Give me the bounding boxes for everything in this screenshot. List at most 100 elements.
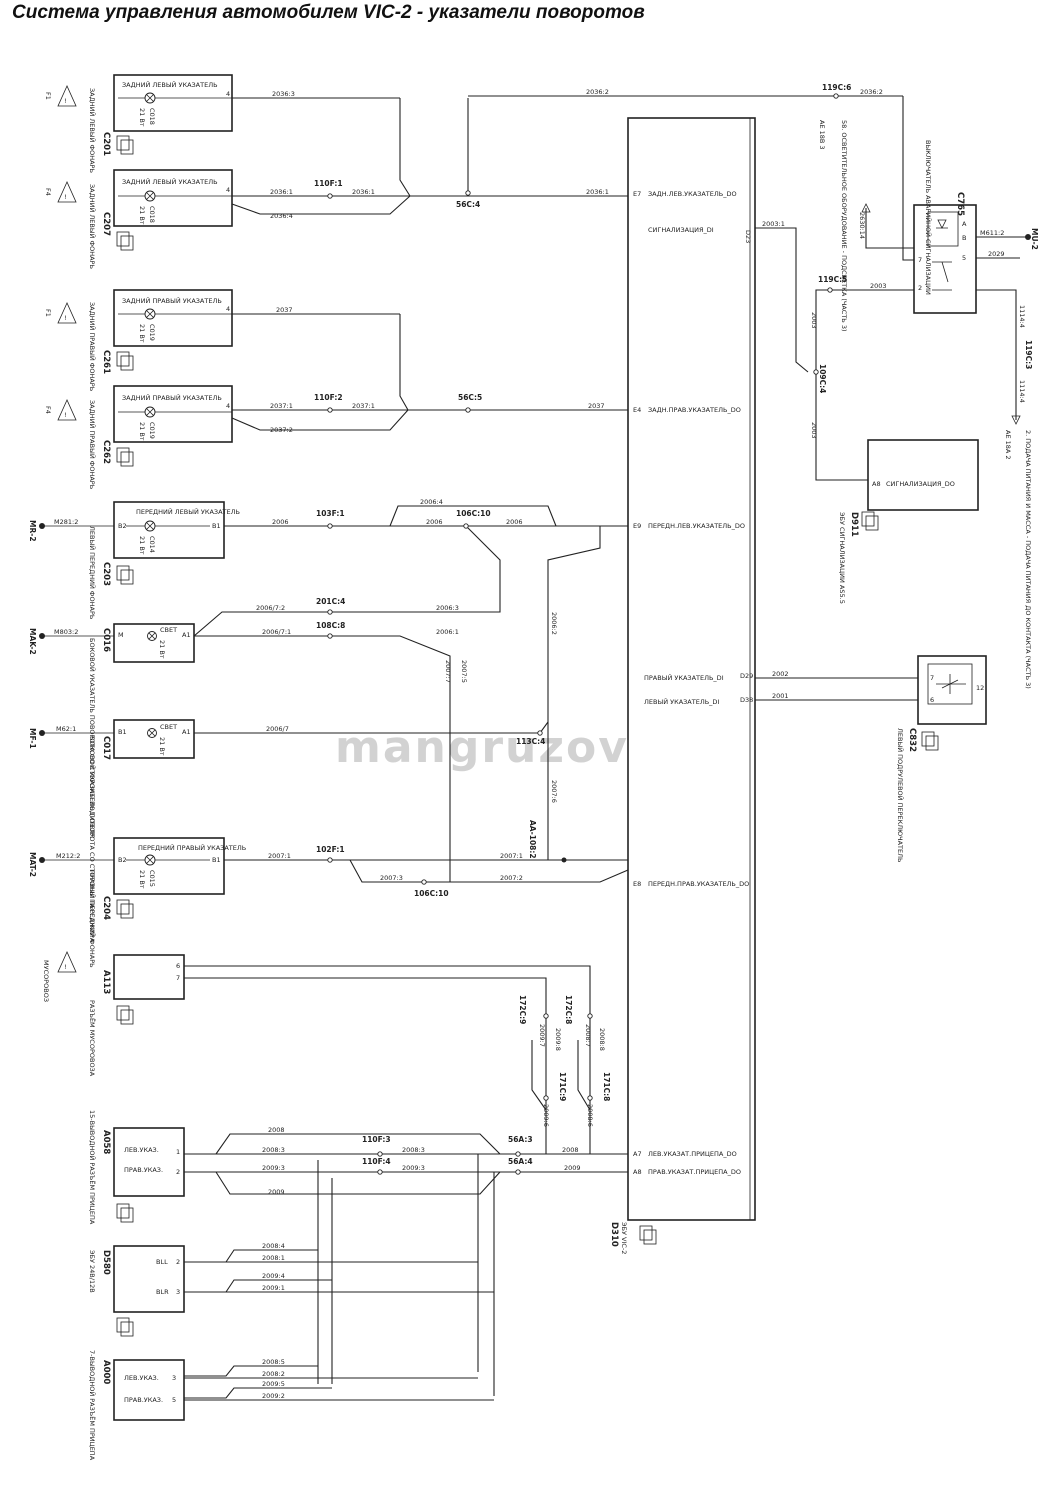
lamp-pin: B1: [212, 856, 221, 864]
lamp-text: ЗАДНИЙ ПРАВЫЙ ФОНАРЬ: [88, 400, 97, 489]
wire-label: 2006: [506, 518, 523, 526]
lamp-c207: ! F4 ЗАДНИЙ ЛЕВЫЙ ФОНАРЬ C207 ЗАДНИЙ ЛЕВ…: [44, 169, 233, 269]
wire-label: 2009:3: [402, 1164, 425, 1172]
lamp-pin: 4: [226, 90, 230, 98]
splice-label: 110F:4: [362, 1157, 391, 1166]
wire-label: 2008:7: [584, 1024, 592, 1047]
splice-label: AA-108:2: [528, 820, 537, 859]
lamp-pin: A1: [182, 631, 191, 639]
wire-label: 2009:2: [262, 1392, 285, 1400]
trailer-name: 7-ВЫВОДНОЙ РАЗЪЁМ ПРИЦЕПА: [88, 1350, 97, 1461]
svg-text:!: !: [64, 314, 67, 322]
ecu-pin-label: ПРАВ.УКАЗАТ.ПРИЦЕПА_DO: [648, 1168, 741, 1176]
wire-label: 2037: [588, 402, 605, 410]
lamp-code: C207: [101, 212, 111, 236]
splice-label: 172C:8: [564, 995, 573, 1024]
wire-label: 2008: [268, 1126, 285, 1134]
ecu-pin-label: ПЕРЕДН.ПРАВ.УКАЗАТЕЛЬ_DO: [648, 880, 749, 888]
ecu-pin-label: ПЕРЕДН.ЛЕВ.УКАЗАТЕЛЬ_DO: [648, 522, 745, 530]
lamp-title: ЗАДНИЙ ЛЕВЫЙ УКАЗАТЕЛЬ: [122, 177, 218, 186]
reference-note: AE 18B 3: [818, 120, 826, 150]
splice-label: 56A:4: [508, 1157, 533, 1166]
alarm-code: D911: [849, 512, 859, 537]
ecu-pin-label: СИГНАЛИЗАЦИЯ_DI: [648, 226, 714, 234]
lamp-pin: B1: [118, 728, 127, 736]
ground-label: F1: [44, 309, 52, 317]
alarm-pin: A8: [872, 480, 881, 488]
ecu-pin: E4: [633, 406, 641, 414]
wire-label: 2036:2: [860, 88, 883, 96]
wiring-front: 2006 2006 2006 2006:4 2006/7:2 2006/7:1 …: [193, 498, 629, 898]
wire-label: 2006:3: [436, 604, 459, 612]
ecu-pin: E8: [633, 880, 641, 888]
wire-label: 2008:1: [262, 1254, 285, 1262]
garbage-a113: ! МУСОРОВОЗ A113 РАЗЪЁМ МУСОРОВОЗА 6 7: [42, 951, 591, 1154]
ground-node: M803:2: [54, 628, 78, 636]
trailer-pin: 2: [176, 1168, 180, 1176]
lamp-part: C014: [148, 536, 156, 553]
svg-text:!: !: [64, 193, 67, 201]
lamp-title: ПЕРЕДНИЙ ПРАВЫЙ УКАЗАТЕЛЬ: [138, 843, 246, 852]
wire-label: 2037:2: [270, 426, 293, 434]
lamp-c203: MR-2 M281:2 ЛЕВЫЙ ПЕРЕДНИЙ ФОНАРЬ C203 П…: [28, 501, 240, 619]
garbage-code: A113: [101, 970, 111, 994]
ecu-code: D310: [609, 1222, 619, 1247]
ground-node: M62:1: [56, 725, 76, 733]
ecu-pin-label: ПРАВЫЙ УКАЗАТЕЛЬ_DI: [644, 673, 724, 682]
wire-label: 2037:1: [352, 402, 375, 410]
lamp-c261: ! F1 ЗАДНИЙ ПРАВЫЙ ФОНАРЬ C261 ЗАДНИЙ ПР…: [44, 289, 233, 391]
lamp-pin: B2: [118, 856, 127, 864]
wire-label: 2006:1: [436, 628, 459, 636]
lever-pin: 7: [930, 674, 934, 682]
lamp-code: C204: [101, 896, 111, 920]
wire-label: 2009: [564, 1164, 581, 1172]
d580-code: D580: [101, 1250, 111, 1275]
wire-label: 1114:4: [1018, 380, 1026, 403]
splice-label: 56C:4: [456, 200, 480, 209]
garbage-pin: 7: [176, 974, 180, 982]
splice-label: 172C:9: [518, 995, 527, 1024]
ground-label: F1: [44, 92, 52, 100]
ground-label: MU-2: [1030, 228, 1039, 250]
d580-pin: 3: [176, 1288, 180, 1296]
wire-label: 2008: [562, 1146, 579, 1154]
lamp-pin: 4: [226, 402, 230, 410]
trailer-pin: 5: [172, 1396, 176, 1404]
ground-node: M212:2: [56, 852, 80, 860]
svg-text:!: !: [64, 97, 67, 105]
wire-label: 2630:14: [858, 212, 866, 239]
splice-label: 119C:5: [818, 275, 847, 284]
lamp-c201: ! F1 ЗАДНИЙ ЛЕВЫЙ ФОНАРЬ C201 ЗАДНИЙ ЛЕВ…: [44, 74, 233, 173]
wire-label: 2009:1: [262, 1284, 285, 1292]
wire-label: 2036:2: [586, 88, 609, 96]
lamp-text: ЗАДНИЙ ПРАВЫЙ ФОНАРЬ: [88, 302, 97, 391]
splice-label: 102F:1: [316, 845, 345, 854]
lever-name: ЛЕВЫЙ ПОДРУЛЕВОЙ ПЕРЕКЛЮЧАТЕЛЬ: [896, 728, 905, 862]
lamp-power: 21 Вт: [138, 206, 146, 225]
ecu-pin-label: ЛЕВЫЙ УКАЗАТЕЛЬ_DI: [644, 697, 719, 706]
wire-label: 2007:2: [500, 874, 523, 882]
wire-label: 2029: [988, 250, 1005, 258]
lamp-text: ЗАДНИЙ ЛЕВЫЙ ФОНАРЬ: [88, 184, 97, 269]
lamp-part: C015: [148, 870, 156, 887]
ecu-pin-label: ЛЕВ.УКАЗАТ.ПРИЦЕПА_DO: [648, 1150, 737, 1158]
lever-c832: 7 6 12 2002 2001 C832 ЛЕВЫЙ ПОДРУЛЕВОЙ П…: [755, 655, 987, 862]
splice-label: 106C:10: [456, 509, 491, 518]
splice-label: 110F:1: [314, 179, 343, 188]
trailer-pin-label: ПРАВ.УКАЗ.: [124, 1396, 163, 1404]
lamp-code: C203: [101, 562, 111, 586]
wiring-rear-left: 2036:3 2036:2 2036:1 2036:1 2036:1 2036:…: [231, 88, 903, 220]
lamp-code: C017: [101, 736, 111, 760]
svg-text:!: !: [64, 963, 67, 971]
switch-pin: B: [962, 234, 966, 242]
ecu-pin-label: ЗАДН.ПРАВ.УКАЗАТЕЛЬ_DO: [648, 406, 741, 414]
wire-label: 2003: [870, 282, 887, 290]
ecu-d310: D310 ЭБУ VIC-2 E7 ЗАДН.ЛЕВ.УКАЗАТЕЛЬ_DO …: [609, 117, 756, 1254]
wire-label: 2009:4: [262, 1272, 285, 1280]
wire-label: 2008:6: [586, 1104, 594, 1127]
lamp-part: C018: [148, 108, 156, 125]
wire-label: 2009:6: [542, 1104, 550, 1127]
wire-label: 2007:3: [380, 874, 403, 882]
lamp-text: БОКОВОЙ УКАЗАТЕЛЬ ПОВОРОТА СО СТОРОНЫ ВО…: [88, 638, 97, 838]
wire-label: 2009:3: [262, 1164, 285, 1172]
